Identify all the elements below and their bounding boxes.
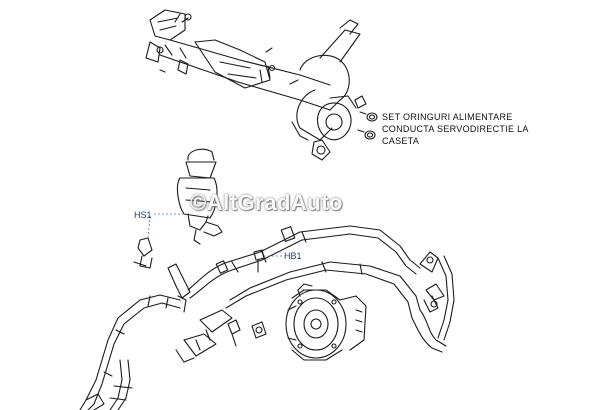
hs1-label: HS1: [134, 210, 152, 220]
lower-lines: [85, 359, 133, 410]
small-hardware: [227, 319, 267, 347]
return-hose: [79, 294, 181, 410]
callout-line-1: SET ORINGURI ALIMENTARE: [382, 112, 513, 122]
hose-fittings-right: [419, 251, 455, 341]
power-steering-pump: [285, 283, 367, 361]
pump-bracket: [175, 309, 233, 363]
hs1-clamp: [133, 237, 153, 269]
callout-line-3: CASETA: [382, 136, 420, 146]
watermark: ©AltGradAuto: [190, 190, 343, 215]
steering-rack: [145, 9, 367, 161]
fluid-reservoir: [176, 148, 223, 245]
pressure-hose: [187, 225, 421, 299]
o-ring-set: [357, 111, 378, 140]
o-ring-callout: SET ORINGURI ALIMENTARE CONDUCTA SERVODI…: [382, 111, 529, 147]
callout-line-2: CONDUCTA SERVODIRECTIE LA: [382, 124, 529, 134]
hb1-label: HB1: [284, 251, 302, 261]
hose-bracket: [167, 263, 191, 313]
supply-hose: [225, 261, 447, 353]
hb1-bolt: [253, 249, 265, 273]
